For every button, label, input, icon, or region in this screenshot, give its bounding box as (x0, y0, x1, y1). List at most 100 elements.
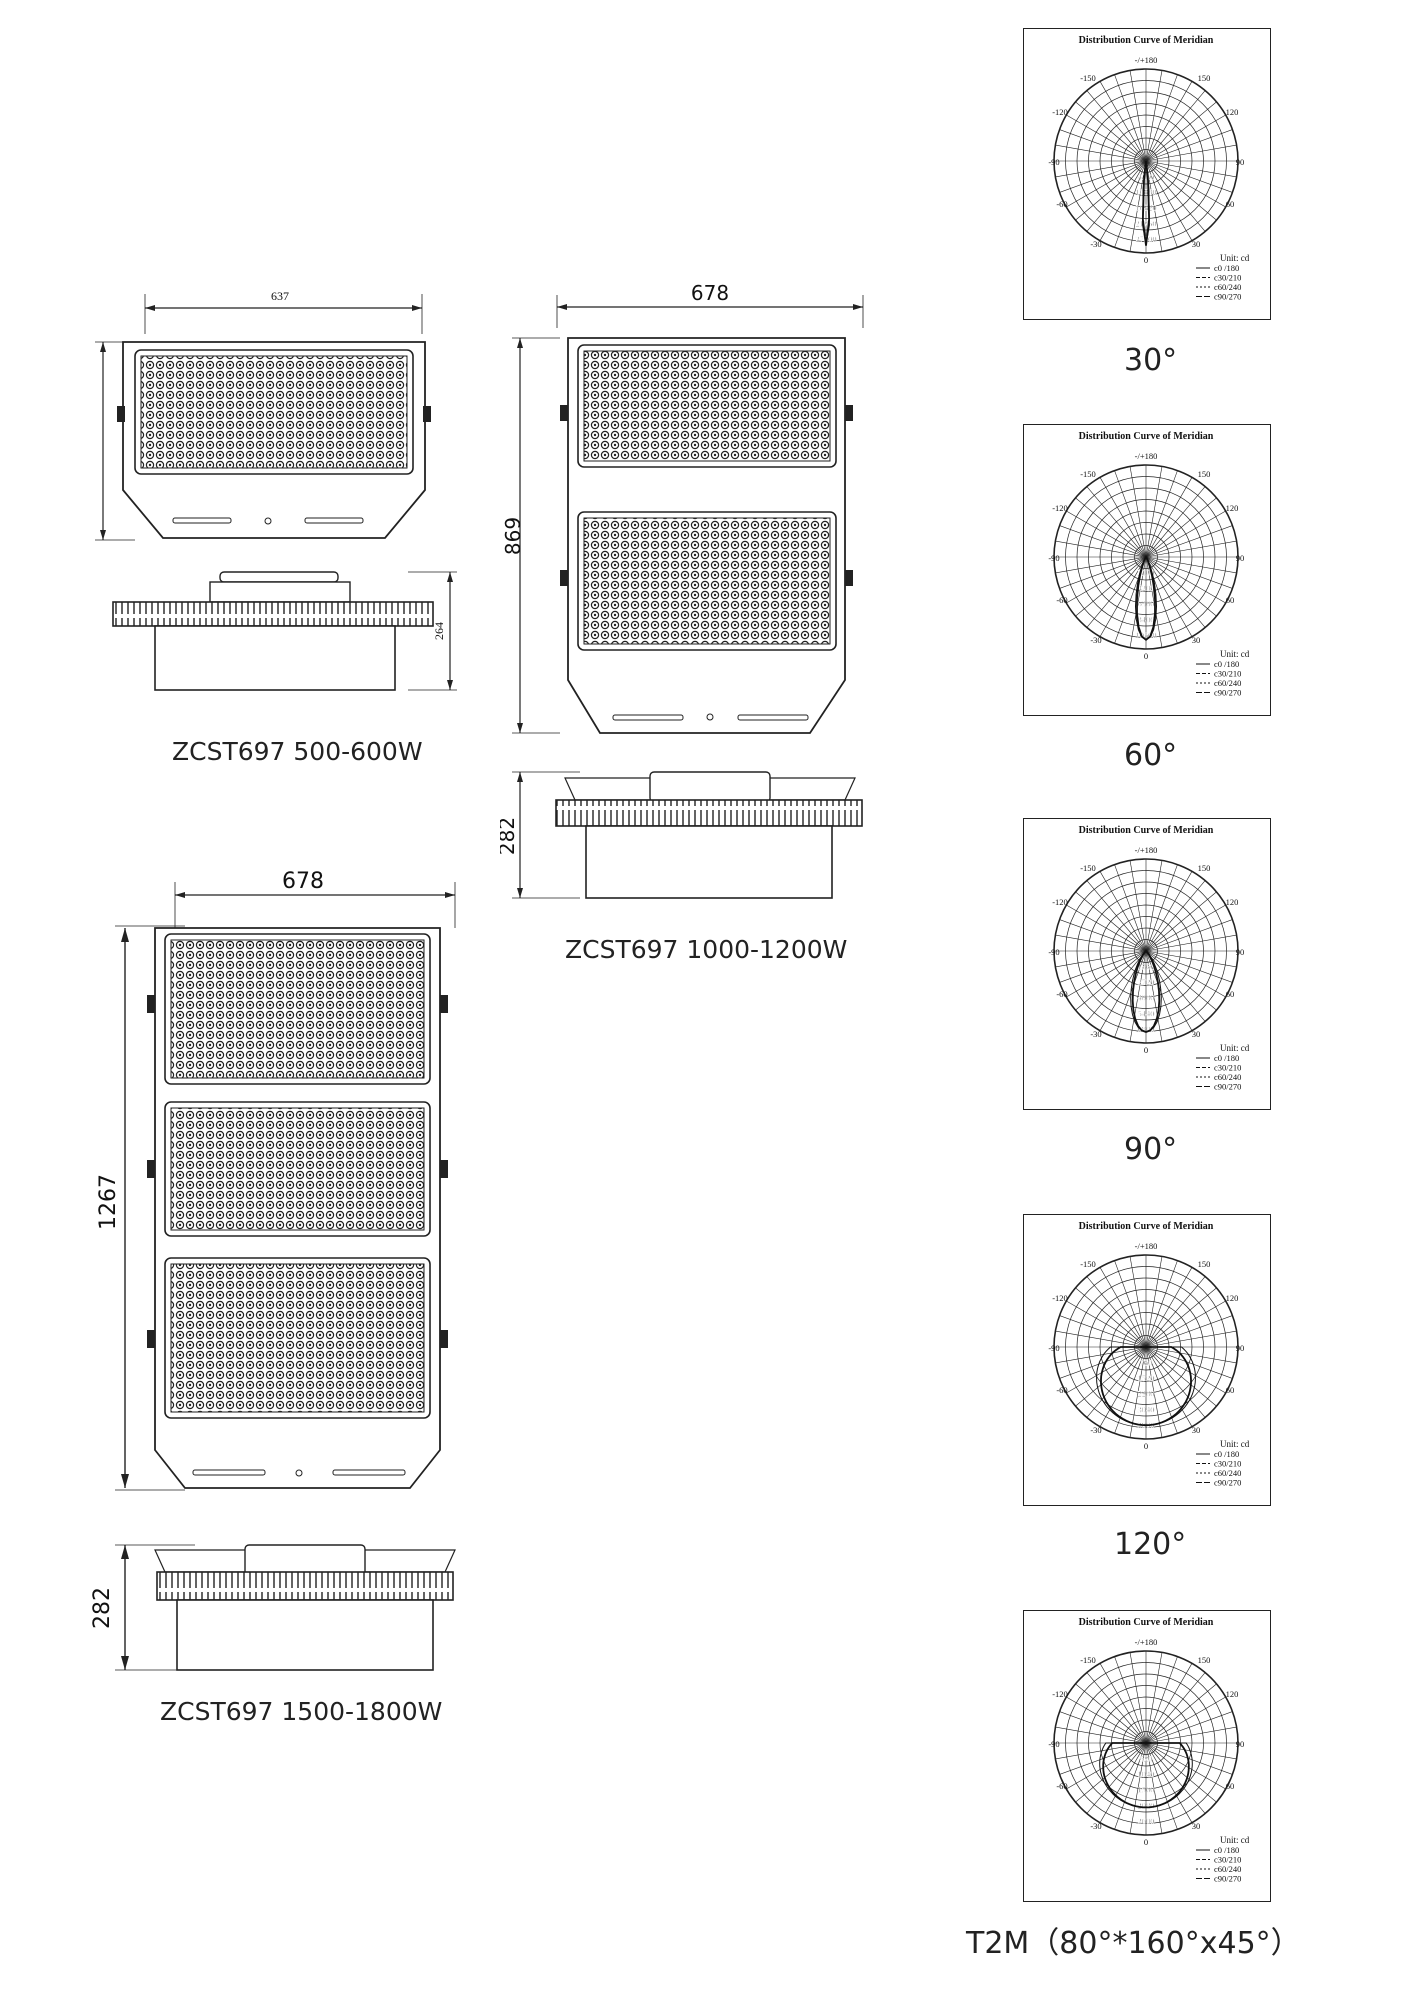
polar-angle-label: 90 (1236, 1343, 1245, 1353)
polar-chart-3: Distribution Curve of Meridian-/+180-150… (1023, 818, 1271, 1110)
polar-angle-label: -30 (1090, 635, 1101, 645)
distribution-curve (1096, 1346, 1196, 1426)
polar-angle-label: 0 (1144, 255, 1148, 265)
polar-angle-label: 150 (1198, 1655, 1211, 1665)
polar-angle-label: 150 (1198, 1259, 1211, 1269)
polar-title: Distribution Curve of Meridian (1079, 825, 1214, 836)
polar-angle-label: 120 (1226, 1293, 1239, 1303)
polar-title: Distribution Curve of Meridian (1079, 1221, 1214, 1232)
polar-angle-label: 90 (1236, 1739, 1245, 1749)
polar-legend-item: c90/270 (1214, 292, 1241, 302)
polar-legend-item: c60/240 (1214, 1072, 1241, 1082)
polar-radial-value: 760 (1140, 1357, 1153, 1367)
polar-legend-item: c60/240 (1214, 282, 1241, 292)
polar-legend-item: c30/210 (1214, 1459, 1241, 1469)
distribution-curve (1099, 1742, 1193, 1808)
polar-angle-label: 60 (1226, 989, 1235, 999)
polar-radial-value: 2720 (1138, 977, 1155, 987)
polar-radial-value: 3040 (1138, 1404, 1155, 1414)
polar-legend-item: c0 /180 (1214, 1845, 1239, 1855)
polar-angle-label: 30 (1192, 1425, 1201, 1435)
polar-title: Distribution Curve of Meridian (1079, 431, 1214, 442)
polar-unit: Unit: cd (1220, 253, 1250, 263)
distribution-curve (1130, 950, 1162, 1033)
polar-radial-value: 10500 (1135, 630, 1156, 640)
polar-radial-value: 1520 (1138, 1373, 1155, 1383)
polar-angle-label: 120 (1226, 107, 1239, 117)
polar-legend-item: c90/270 (1214, 1874, 1241, 1884)
polar-legend-item: c30/210 (1214, 1063, 1241, 1073)
beam-angle-label: T2M（80°*160°x45°） (966, 1926, 1301, 1961)
polar-angle-label: -150 (1080, 469, 1096, 479)
distribution-curve (1142, 160, 1150, 246)
polar-radial-value: 6800 (1138, 1024, 1155, 1034)
caption-500-600w: ZCST697 500-600W (172, 737, 423, 766)
polar-angle-label: 30 (1192, 239, 1201, 249)
polar-unit: Unit: cd (1220, 649, 1250, 659)
polar-angle-label: 0 (1144, 1045, 1148, 1055)
polar-angle-label: 60 (1226, 1385, 1235, 1395)
polar-angle-label: -/+180 (1135, 451, 1158, 461)
polar-legend-item: c30/210 (1214, 669, 1241, 679)
polar-angle-label: -120 (1052, 897, 1068, 907)
polar-angle-label: -/+180 (1135, 1637, 1158, 1647)
polar-angle-label: -120 (1052, 107, 1068, 117)
polar-angle-label: -30 (1090, 1425, 1101, 1435)
polar-radial-value: 2100 (1138, 567, 1155, 577)
polar-angle-label: 150 (1198, 469, 1211, 479)
beam-angle-label: 90° (1124, 1132, 1178, 1167)
polar-radial-value: 1360 (1138, 961, 1155, 971)
polar-legend-item: c60/240 (1214, 1468, 1241, 1478)
beam-angle-label: 60° (1124, 738, 1178, 773)
polar-svg: Distribution Curve of Meridian -/+180 -150… (1048, 431, 1250, 698)
polar-angle-label: -60 (1056, 1781, 1067, 1791)
polar-angle-label: -/+180 (1135, 55, 1158, 65)
polar-angle-label: 30 (1192, 1029, 1201, 1039)
polar-angle-label: 0 (1144, 651, 1148, 661)
polar-angle-label: -60 (1056, 989, 1067, 999)
beam-angle-label: 30° (1124, 343, 1178, 378)
polar-legend-item: c0 /180 (1214, 1053, 1239, 1063)
polar-angle-label: -90 (1048, 947, 1059, 957)
polar-angle-label: 120 (1226, 503, 1239, 513)
polar-angle-label: -/+180 (1135, 1241, 1158, 1251)
polar-radial-value: 1560 (1138, 1785, 1155, 1795)
dim-width-label: 678 (691, 281, 729, 305)
polar-angle-label: 60 (1226, 199, 1235, 209)
polar-angle-label: 120 (1226, 1689, 1239, 1699)
polar-svg: Distribution Curve of Meridian-/+180-150… (1048, 35, 1250, 302)
polar-angle-label: -150 (1080, 1655, 1096, 1665)
caption-1500-1800w: ZCST697 1500-1800W (160, 1697, 443, 1726)
dim-width-label: 637 (271, 289, 289, 303)
dim-depth-label: 282 (90, 1587, 115, 1629)
polar-angle-label: -60 (1056, 1385, 1067, 1395)
dim-depth-label: 282 (500, 817, 519, 855)
polar-radial-value: 8400 (1138, 614, 1155, 624)
polar-radial-value: 4080 (1138, 993, 1155, 1003)
dim-height-label: 462 (95, 432, 98, 450)
polar-angle-label: -60 (1056, 199, 1067, 209)
polar-legend-item: c90/270 (1214, 1478, 1241, 1488)
polar-angle-label: 30 (1192, 1821, 1201, 1831)
polar-angle-label: -90 (1048, 553, 1059, 563)
polar-angle-label: -90 (1048, 157, 1059, 167)
polar-legend-item: c90/270 (1214, 688, 1241, 698)
polar-legend-item: c30/210 (1214, 273, 1241, 283)
polar-angle-label: 60 (1226, 1781, 1235, 1791)
polar-angle-label: -30 (1090, 239, 1101, 249)
polar-chart-1: Distribution Curve of Meridian-/+180-150… (1023, 28, 1271, 320)
polar-unit: Unit: cd (1220, 1835, 1250, 1845)
polar-angle-label: 150 (1198, 863, 1211, 873)
polar-radial-value: 2600 (1138, 1816, 1155, 1826)
polar-angle-label: 30 (1192, 635, 1201, 645)
polar-radial-value: 4200 (1138, 583, 1155, 593)
polar-radial-value: 21760 (1135, 218, 1156, 228)
polar-angle-label: 60 (1226, 595, 1235, 605)
polar-svg: Distribution Curve of Meridian-/+180-150… (1048, 825, 1249, 1092)
polar-legend-item: c30/210 (1214, 1855, 1241, 1865)
polar-angle-label: -150 (1080, 1259, 1096, 1269)
polar-chart-5: Distribution Curve of Meridian-/+180-150… (1023, 1610, 1271, 1902)
polar-radial-value: 520 (1140, 1753, 1153, 1763)
polar-legend-item: c60/240 (1214, 1864, 1241, 1874)
polar-radial-value: 10880 (1135, 187, 1156, 197)
